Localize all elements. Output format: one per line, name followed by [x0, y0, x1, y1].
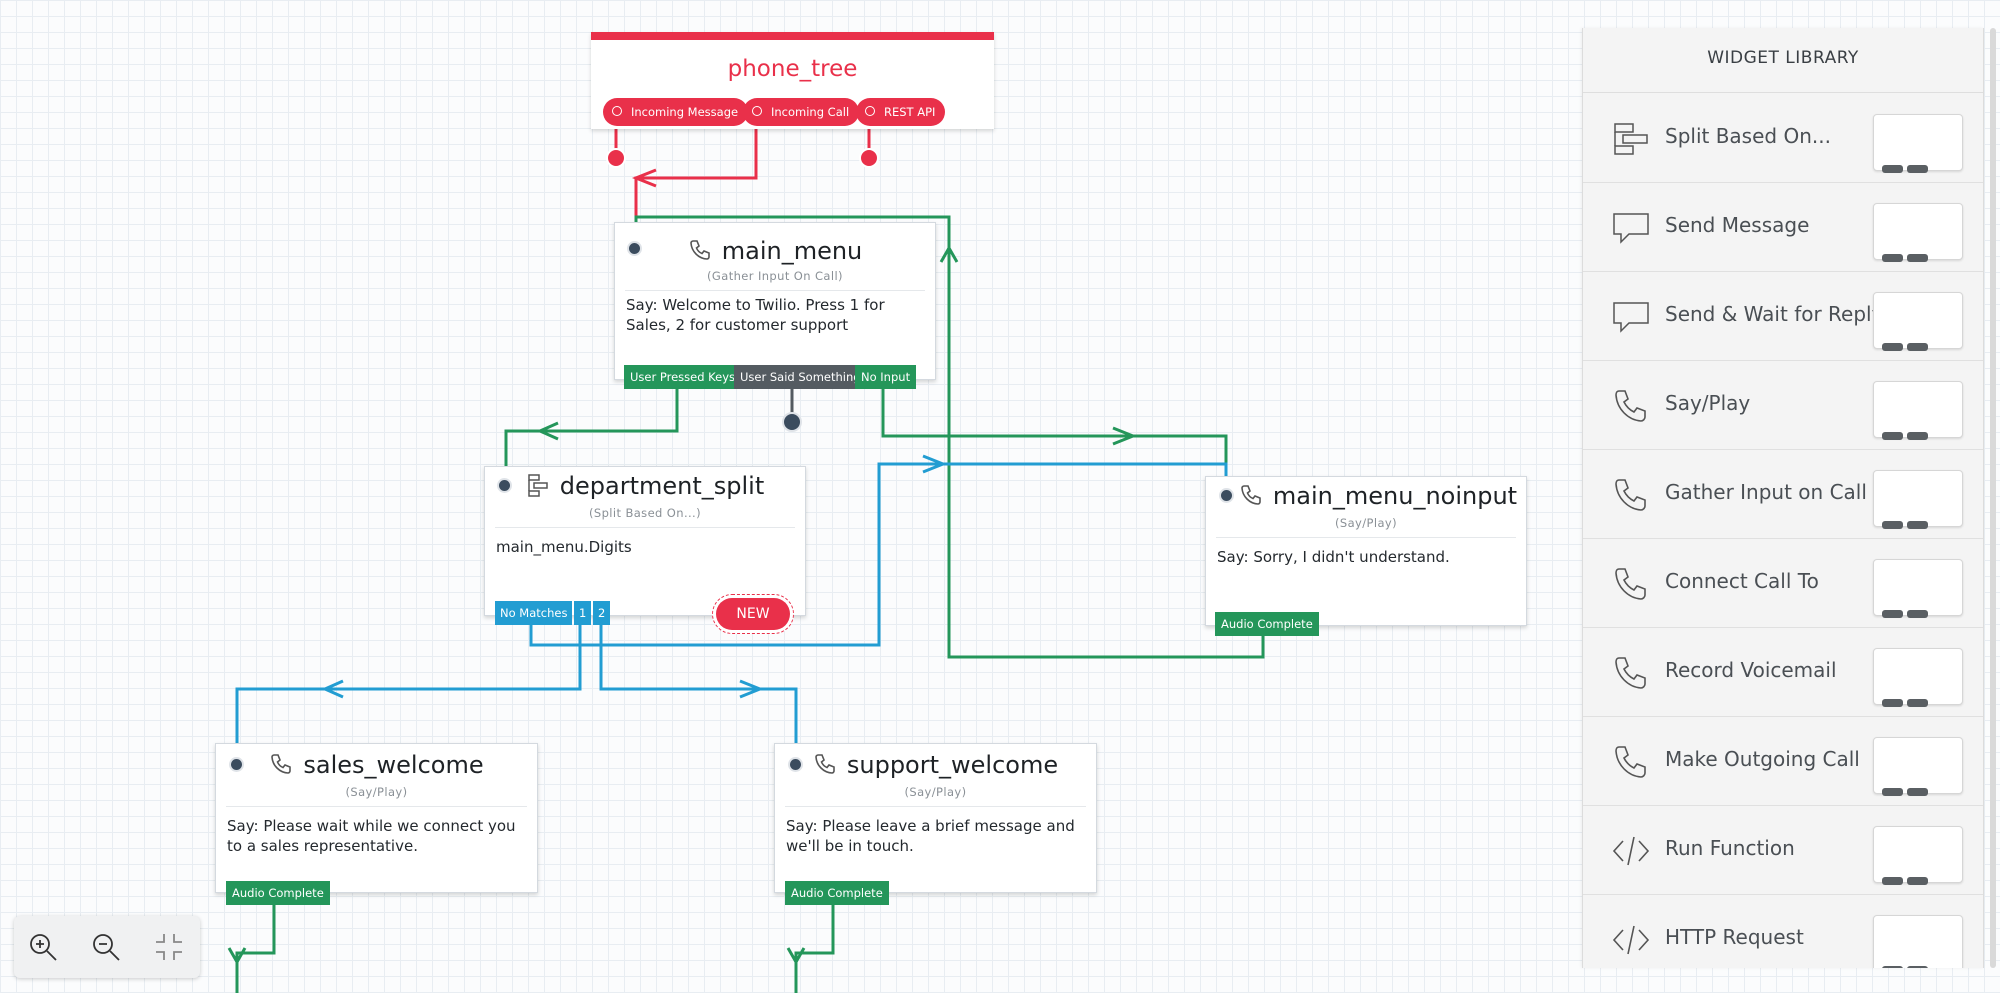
library-item-say-play[interactable]: Say/Play — [1583, 360, 1983, 450]
library-item-connect-call[interactable]: Connect Call To — [1583, 538, 1983, 628]
drag-handle[interactable] — [1873, 203, 1963, 262]
widget-title: main_menu — [615, 237, 935, 265]
input-connector[interactable] — [229, 757, 244, 772]
drag-handle[interactable] — [1873, 470, 1963, 529]
code-icon — [1612, 836, 1650, 866]
trigger-widget[interactable]: phone_tree Incoming Message Incoming Cal… — [591, 32, 994, 129]
widget-title: department_split — [485, 472, 805, 500]
output-user-said-something[interactable]: User Said Something — [734, 365, 867, 389]
drag-handle[interactable] — [1873, 292, 1963, 351]
output-case-2[interactable]: 2 — [593, 601, 611, 625]
widget-sales-welcome[interactable]: sales_welcome (Say/Play) Say: Please wai… — [215, 743, 538, 893]
new-label: NEW — [716, 598, 790, 630]
output-no-input[interactable]: No Input — [855, 365, 917, 389]
output-audio-complete[interactable]: Audio Complete — [226, 881, 330, 905]
library-item-record-voicemail[interactable]: Record Voicemail — [1583, 627, 1983, 717]
widget-support-welcome[interactable]: support_welcome (Say/Play) Say: Please l… — [774, 743, 1097, 893]
fit-icon[interactable] — [152, 930, 186, 964]
widget-library-panel: WIDGET LIBRARY Split Based On... Send Me… — [1582, 28, 1984, 968]
library-item-label: Record Voicemail — [1665, 658, 1837, 682]
widget-body: Say: Please leave a brief message and we… — [786, 817, 1075, 855]
widget-title-text: main_menu_noinput — [1272, 482, 1518, 510]
split-icon — [1614, 123, 1648, 155]
flow-name: phone_tree — [727, 56, 858, 82]
widget-subtitle: (Say/Play) — [226, 785, 527, 807]
library-item-label: Make Outgoing Call — [1665, 747, 1860, 771]
widget-department-split[interactable]: department_split (Split Based On...) mai… — [484, 466, 806, 616]
library-item-label: Split Based On... — [1665, 124, 1831, 148]
message-icon — [1613, 302, 1649, 333]
drag-handle[interactable] — [1873, 915, 1963, 968]
widget-title: main_menu_noinput — [1206, 482, 1526, 510]
output-audio-complete[interactable]: Audio Complete — [1215, 612, 1319, 636]
widget-title-text: department_split — [559, 472, 765, 500]
phone-icon — [1241, 485, 1261, 505]
library-item-label: HTTP Request — [1665, 925, 1804, 949]
phone-icon — [1615, 479, 1646, 511]
library-item-send-message[interactable]: Send Message — [1583, 182, 1983, 272]
drag-handle[interactable] — [1873, 648, 1963, 707]
widget-body: Say: Sorry, I didn't understand. — [1217, 548, 1450, 566]
widget-subtitle: (Say/Play) — [785, 785, 1086, 807]
widget-title-text: main_menu — [721, 237, 863, 265]
rest-api-trigger[interactable]: REST API — [856, 98, 946, 126]
library-item-make-outgoing-call[interactable]: Make Outgoing Call — [1583, 716, 1983, 806]
drag-handle[interactable] — [1873, 559, 1963, 618]
new-transition-button[interactable]: NEW — [712, 594, 794, 634]
library-item-label: Say/Play — [1665, 391, 1751, 415]
phone-icon — [1615, 390, 1646, 422]
phone-icon — [1615, 657, 1646, 689]
widget-body: Say: Please wait while we connect you to… — [227, 817, 516, 855]
input-connector[interactable] — [497, 478, 512, 493]
library-item-label: Send & Wait for Reply — [1665, 302, 1884, 326]
drag-handle[interactable] — [1873, 737, 1963, 796]
zoom-controls — [14, 916, 200, 978]
drag-handle[interactable] — [1873, 826, 1963, 885]
output-no-matches[interactable]: No Matches — [495, 601, 573, 625]
widget-title: sales_welcome — [216, 751, 537, 779]
library-scrollbar[interactable] — [1990, 28, 1996, 968]
library-item-label: Run Function — [1665, 836, 1795, 860]
widget-title: support_welcome — [775, 751, 1096, 779]
library-item-http-request[interactable]: HTTP Request — [1583, 894, 1983, 968]
phone-icon — [271, 754, 292, 774]
library-item-label: Send Message — [1665, 213, 1810, 237]
widget-body: main_menu.Digits — [496, 538, 632, 556]
output-user-pressed-keys[interactable]: User Pressed Keys — [624, 365, 742, 389]
widget-subtitle: (Say/Play) — [1216, 516, 1516, 538]
library-item-label: Gather Input on Call — [1665, 480, 1867, 504]
widget-library-title: WIDGET LIBRARY — [1707, 48, 1859, 68]
widget-subtitle: (Split Based On...) — [495, 506, 795, 528]
incoming-message-trigger[interactable]: Incoming Message — [603, 98, 749, 126]
drag-handle[interactable] — [1873, 114, 1963, 173]
library-item-split[interactable]: Split Based On... — [1583, 93, 1983, 183]
zoom-in-icon[interactable] — [26, 930, 60, 964]
zoom-out-icon[interactable] — [89, 930, 123, 964]
widget-main-menu-noinput[interactable]: main_menu_noinput (Say/Play) Say: Sorry,… — [1205, 476, 1527, 626]
library-item-label: Connect Call To — [1665, 569, 1819, 593]
input-connector[interactable] — [627, 241, 642, 256]
phone-icon — [1615, 746, 1646, 778]
widget-body: Say: Welcome to Twilio. Press 1 for Sale… — [626, 296, 885, 334]
input-connector[interactable] — [788, 757, 803, 772]
phone-icon — [815, 754, 835, 774]
incoming-call-trigger[interactable]: Incoming Call — [743, 98, 860, 126]
input-connector[interactable] — [1219, 488, 1234, 503]
code-icon — [1612, 925, 1650, 955]
widget-title-text: support_welcome — [846, 751, 1059, 779]
phone-icon — [689, 240, 710, 260]
library-item-gather-input[interactable]: Gather Input on Call — [1583, 449, 1983, 539]
library-item-run-function[interactable]: Run Function — [1583, 805, 1983, 895]
drag-handle[interactable] — [1873, 381, 1963, 440]
widget-main-menu[interactable]: main_menu (Gather Input On Call) Say: We… — [614, 222, 936, 380]
widget-subtitle: (Gather Input On Call) — [625, 269, 925, 291]
library-item-send-wait-reply[interactable]: Send & Wait for Reply — [1583, 271, 1983, 361]
phone-icon — [1615, 568, 1646, 600]
widget-title-text: sales_welcome — [303, 751, 484, 779]
split-icon — [528, 474, 548, 497]
output-case-1[interactable]: 1 — [574, 601, 592, 625]
divider — [1583, 92, 1983, 93]
output-audio-complete[interactable]: Audio Complete — [785, 881, 889, 905]
message-icon — [1613, 213, 1649, 244]
